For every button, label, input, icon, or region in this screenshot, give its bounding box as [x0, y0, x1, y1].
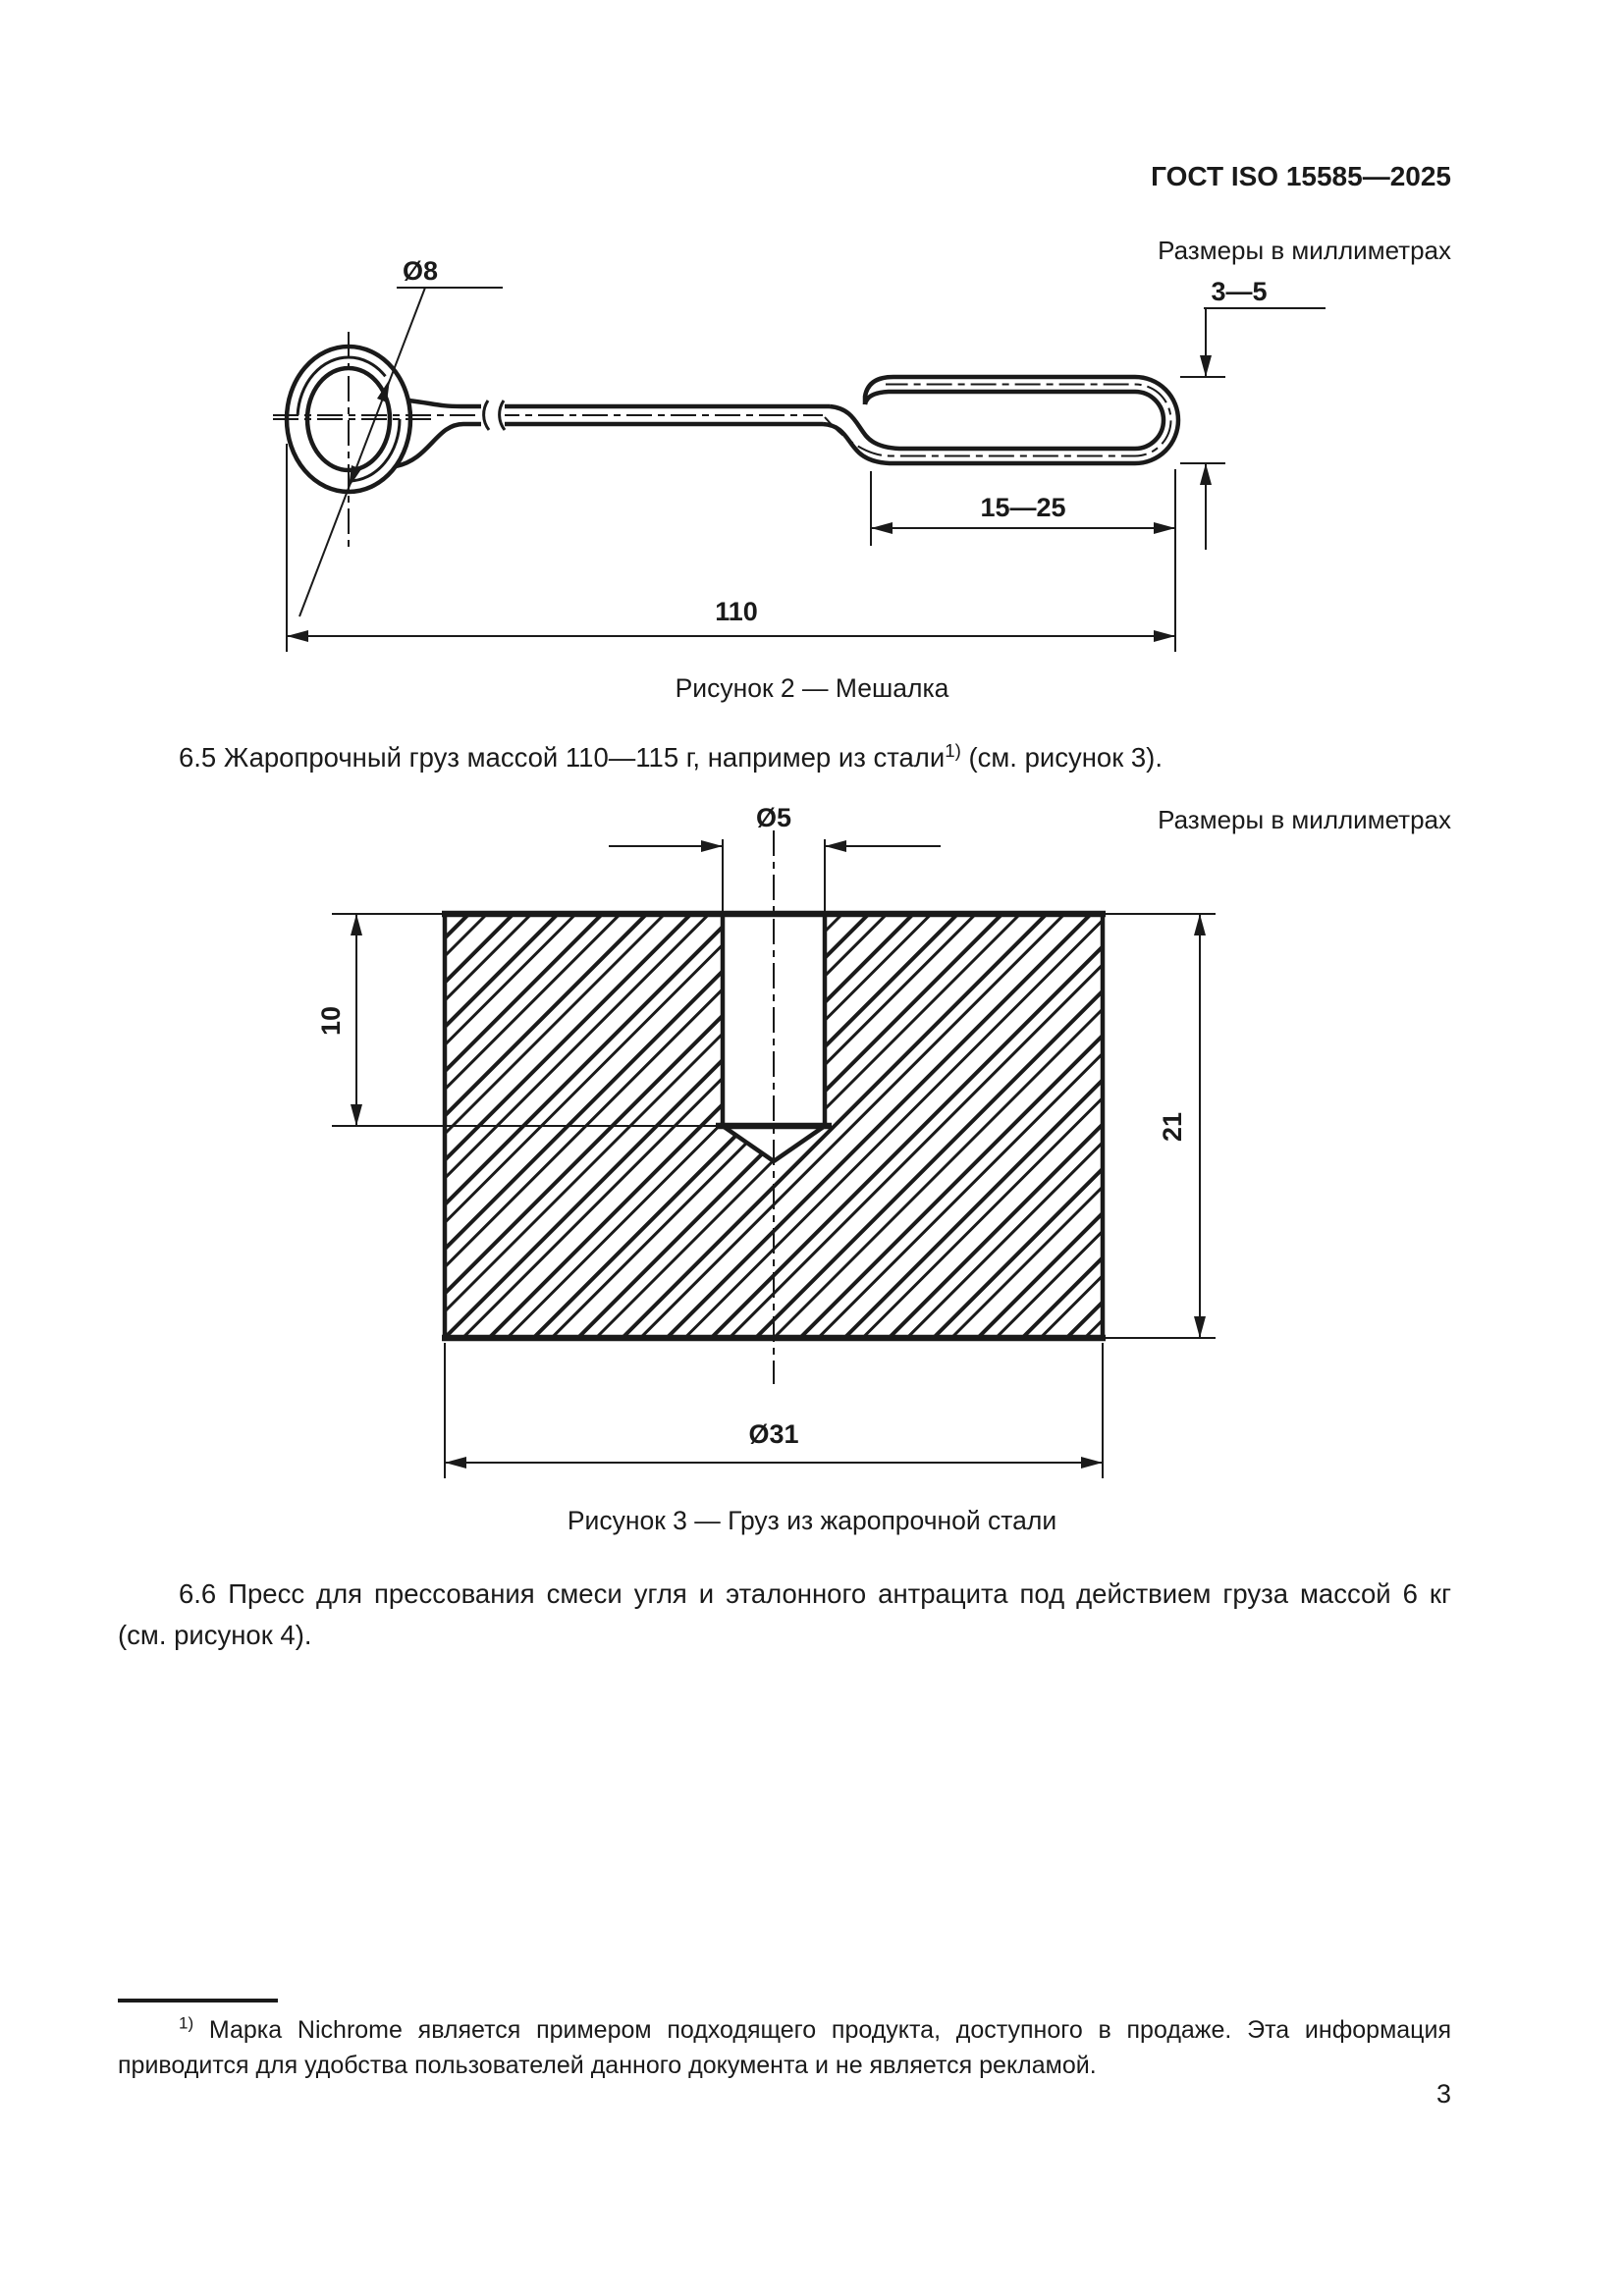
fig2-loop-inner-top	[862, 389, 1135, 405]
fig2-loop-inner-bottom	[829, 403, 1135, 452]
fig3-cone-left-edge	[721, 1124, 776, 1163]
fig3-dim5-arrow-left	[701, 840, 723, 852]
fig2-dim-total-length: 110	[715, 597, 758, 626]
fig2-dim110-arrow-right	[1154, 630, 1175, 642]
fig3-caption: Рисунок 3 — Груз из жаропрочной стали	[567, 1506, 1057, 1535]
fig2-rod-bottom-edge	[395, 421, 823, 469]
fig2-break-line-left	[482, 400, 491, 431]
fig2-loop-inner-end	[1134, 389, 1166, 452]
fig2-dim1525-arrow-left	[871, 522, 893, 534]
paragraph-6-5: 6.5 Жаропрочный груз массой 110—115 г, н…	[118, 738, 1451, 777]
fig2-loop-centerline	[824, 383, 1172, 457]
fig2-loop-outer-bottom	[822, 421, 1135, 466]
fig2-dim35-arrow-bottom	[1200, 463, 1212, 485]
fig3-weight-drawing: Ø5 10 21 Ø31	[316, 803, 1216, 1478]
fig3-dim-hole-depth: 10	[316, 1006, 346, 1036]
fig3-dim31-arrow-left	[445, 1457, 466, 1468]
paragraph-6-5-lead: 6.5 Жаропрочный груз массой 110—115 г, н…	[179, 742, 946, 773]
fig3-dim10-arrow-bottom	[351, 1104, 362, 1126]
fig2-dim-ring-diameter: Ø8	[403, 256, 438, 286]
fig3-dim-height: 21	[1158, 1112, 1187, 1142]
fig2-dim110-arrow-left	[287, 630, 308, 642]
units-note-fig2: Размеры в миллиметрах	[1158, 236, 1451, 265]
fig2-loop-outer-end	[1134, 374, 1181, 466]
fig3-dim10-arrow-top	[351, 914, 362, 935]
fig2-dim-loop-height: 3—5	[1211, 277, 1267, 306]
paragraph-6-5-footnote-ref: 1)	[945, 739, 961, 761]
paragraph-6-6-line2: (см. рисунок 4).	[118, 1620, 312, 1650]
footnote-line1: 1) Марка Nichrome является примером подх…	[118, 2013, 1451, 2048]
fig2-rod-top-edge	[407, 398, 830, 409]
footnote-text-line1: Марка Nichrome является примером подходя…	[193, 2016, 1451, 2044]
fig3-dim31-arrow-right	[1081, 1457, 1103, 1468]
paragraph-6-5-tail: (см. рисунок 3).	[960, 742, 1163, 773]
fig2-ring-outer	[284, 344, 413, 495]
fig3-dim21-arrow-top	[1194, 914, 1206, 935]
fig2-ring-wire-edge	[296, 355, 402, 483]
fig2-dim-loop-length: 15—25	[980, 493, 1065, 522]
page-number: 3	[1435, 2079, 1451, 2109]
fig3-dim-outer-diameter: Ø31	[748, 1419, 798, 1449]
fig2-d8-leader-line	[298, 287, 426, 617]
fig2-d8-arrow-top	[377, 379, 390, 402]
fig2-ring-inner	[304, 365, 393, 473]
fig2-break-line-right	[498, 400, 507, 431]
fig3-dim-hole-diameter: Ø5	[756, 803, 791, 832]
fig3-cone-right-edge	[772, 1124, 827, 1163]
fig2-loop-outer-top	[862, 374, 1135, 404]
fig2-dim35-arrow-top	[1200, 355, 1212, 377]
footnote-marker: 1)	[179, 2013, 194, 2033]
fig3-dim5-arrow-right	[825, 840, 846, 852]
fig2-dim1525-arrow-right	[1154, 522, 1175, 534]
fig2-d8-arrow-bottom	[349, 465, 361, 488]
page-header: ГОСТ ISO 15585—2025	[1151, 161, 1451, 191]
fig2-stirrer-drawing: Ø8 3—5 15—25 110	[273, 256, 1326, 652]
fig3-dim21-arrow-bottom	[1194, 1316, 1206, 1338]
units-note-fig3: Размеры в миллиметрах	[1158, 805, 1451, 834]
paragraph-6-6-line1: 6.6 Пресс для прессования смеси угля и э…	[179, 1578, 1451, 1609]
footnote-line2: приводится для удобства пользователей да…	[118, 2052, 1097, 2079]
fig2-caption: Рисунок 2 — Мешалка	[675, 673, 949, 703]
